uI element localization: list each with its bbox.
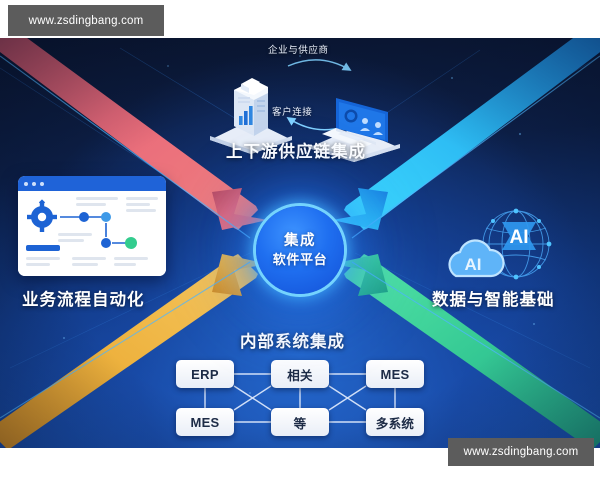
diagram-canvas: AI AI [0, 38, 600, 448]
browser-dot-1 [24, 181, 28, 186]
label-business-process-automation: 业务流程自动化 [22, 291, 145, 309]
workflow-diagram [26, 197, 158, 266]
browser-content [18, 191, 166, 276]
ai-cloud-text: AI [465, 255, 482, 274]
watermark-bottom: www.zsdingbang.com [448, 438, 594, 466]
center-platform-hub[interactable]: 集成 软件平台 [256, 206, 344, 294]
node-erp[interactable]: ERP [176, 360, 234, 388]
hub-title-line2: 软件平台 [272, 251, 328, 267]
ai-data-illustration: AI AI [448, 208, 552, 280]
business-process-browser-card [18, 176, 166, 276]
label-internal-system-integration: 内部系统集成 [240, 333, 345, 351]
browser-titlebar [18, 176, 166, 191]
node-related[interactable]: 相关 [271, 360, 329, 388]
label-data-intelligence-foundation: 数据与智能基础 [432, 291, 555, 309]
node-mes-top[interactable]: MES [366, 360, 424, 388]
label-enterprise-supplier: 企业与供应商 [268, 45, 329, 56]
label-customer-connection: 客户连接 [272, 107, 313, 118]
watermark-top: www.zsdingbang.com [8, 5, 164, 36]
label-supply-chain-integration: 上下游供应链集成 [226, 143, 366, 161]
browser-dot-2 [32, 181, 36, 186]
internal-systems-grid: ERP 相关 MES MES 等 多系统 [176, 358, 424, 438]
ai-chip-text: AI [510, 227, 529, 248]
node-etc[interactable]: 等 [271, 408, 329, 436]
node-mes-bottom[interactable]: MES [176, 408, 234, 436]
browser-dot-3 [40, 181, 44, 186]
node-multi-system[interactable]: 多系统 [366, 408, 424, 436]
hub-title-line1: 集成 [284, 232, 316, 249]
